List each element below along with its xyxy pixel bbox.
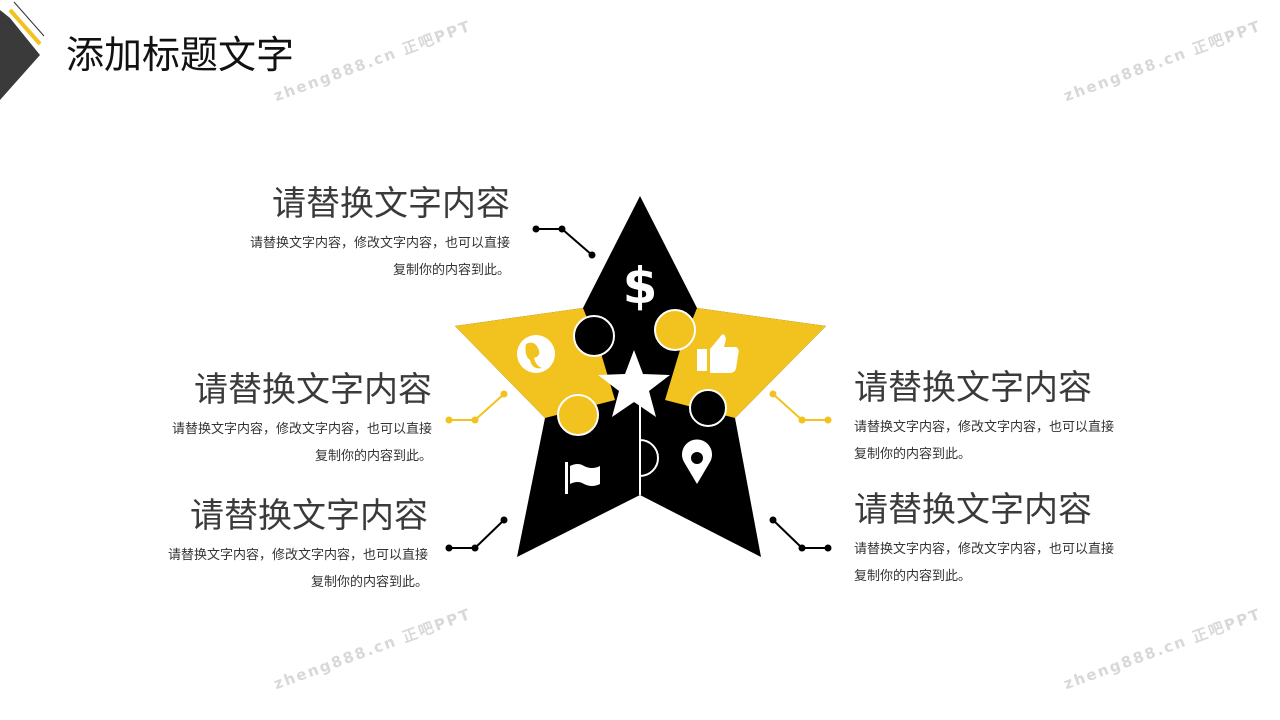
block-body-line: 复制你的内容到此。 — [854, 569, 972, 584]
connector-lines — [445, 225, 832, 552]
block-body-line: 请替换文字内容，修改文字内容，也可以直接 — [854, 420, 1115, 435]
text-block-bottom-left: 请替换文字内容 请替换文字内容，修改文字内容，也可以直接复制你的内容到此。 — [98, 496, 428, 596]
corner-decoration — [0, 0, 45, 100]
block-heading: 请替换文字内容 — [854, 368, 1092, 408]
block-body-line: 复制你的内容到此。 — [314, 449, 432, 464]
text-block-mid-right: 请替换文字内容 请替换文字内容，修改文字内容，也可以直接复制你的内容到此。 — [854, 368, 1184, 468]
block-heading: 请替换文字内容 — [854, 490, 1092, 530]
star-icon — [598, 350, 670, 417]
map-pin-icon — [682, 439, 712, 484]
block-heading: 请替换文字内容 — [190, 496, 428, 536]
text-block-top: 请替换文字内容 请替换文字内容，修改文字内容，也可以直接复制你的内容到此。 — [180, 184, 510, 284]
flag-icon — [565, 462, 600, 494]
block-body-line: 请替换文字内容，修改文字内容，也可以直接 — [167, 548, 428, 563]
block-body-line: 复制你的内容到此。 — [310, 575, 428, 590]
globe-icon — [517, 335, 555, 373]
block-body-line: 复制你的内容到此。 — [392, 263, 510, 278]
block-body-line: 请替换文字内容，修改文字内容，也可以直接 — [249, 236, 510, 251]
block-body-line: 复制你的内容到此。 — [854, 447, 972, 462]
dollar-icon: $ — [623, 257, 658, 315]
text-block-mid-left: 请替换文字内容 请替换文字内容，修改文字内容，也可以直接复制你的内容到此。 — [102, 370, 432, 470]
page-title: 添加标题文字 — [66, 33, 295, 77]
thumbs-up-icon — [697, 334, 739, 373]
block-heading: 请替换文字内容 — [194, 370, 432, 410]
block-heading: 请替换文字内容 — [272, 184, 510, 224]
block-body-line: 请替换文字内容，修改文字内容，也可以直接 — [171, 422, 432, 437]
block-body-line: 请替换文字内容，修改文字内容，也可以直接 — [854, 542, 1115, 557]
puzzle-star — [455, 196, 826, 557]
text-block-bottom-right: 请替换文字内容 请替换文字内容，修改文字内容，也可以直接复制你的内容到此。 — [854, 490, 1184, 590]
